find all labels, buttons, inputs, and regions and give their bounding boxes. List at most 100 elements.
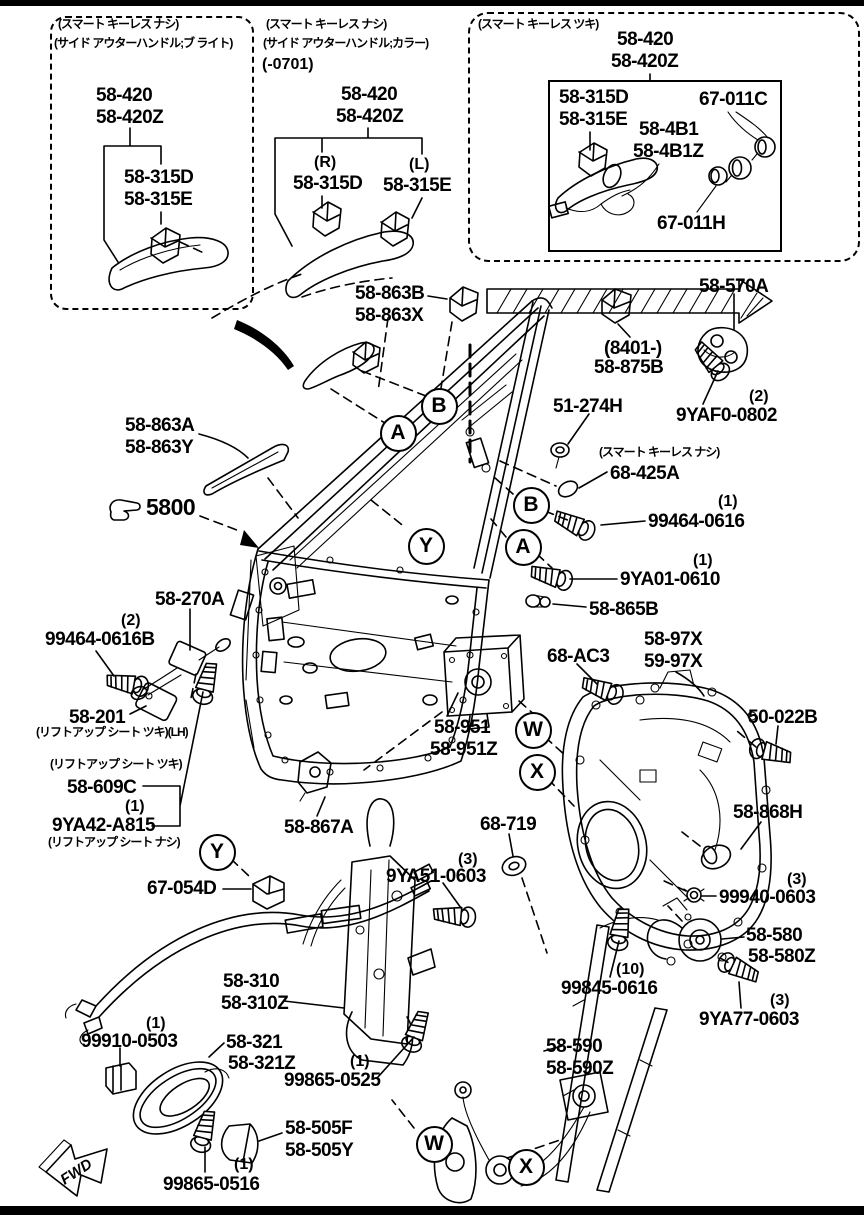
variant-box-keyless-none-bright [50,16,254,310]
motor-58-580 [678,918,722,962]
part-label: (1) [234,1156,254,1173]
part-label: 67-011H [657,213,726,234]
part-label: 58-310Z [221,993,289,1014]
part-label: (R) [314,154,337,171]
part-label: 9YAF0-0802 [676,405,777,426]
part-label: 58-420Z [336,106,404,127]
callout-y: Y [407,527,445,565]
part-label: 68-425A [610,463,680,484]
module-panel-drawing [561,669,772,951]
variant-box-keyless-with [468,12,860,262]
callout-b: B [420,387,458,425]
clip-58-863B [449,286,479,322]
part-label: (スマート キーレス ナシ) [599,445,720,459]
part-label: 58-580Z [748,946,816,967]
part-label: 51-274H [553,396,623,417]
hand-pointer-icon [109,499,141,521]
plate-58-201 [135,682,178,722]
part-label: 58-420 [96,85,153,106]
part-label: (サイド アウターハンドル;カラー) [263,36,429,50]
part-label: 58-315D [124,167,194,188]
latch-module-58-951 [443,634,525,717]
part-label: (10) [616,961,645,978]
part-label: 58-201 [69,707,126,728]
part-label: 58-505F [285,1118,353,1139]
part-label: 58-868H [733,802,803,823]
part-label: 58-420 [617,29,674,50]
part-label: 99464-0616B [45,629,155,650]
part-label: 58-590 [546,1036,603,1057]
part-label: 68-AC3 [547,646,610,667]
part-label: (1) [693,552,713,569]
part-label: 50-022B [748,707,818,728]
part-label: 58-867A [284,817,354,838]
part-label: (-0701) [262,56,314,73]
callout-b: B [512,486,550,524]
page-edge-top [0,0,864,6]
swoosh [234,320,294,370]
callout-y: Y [198,833,236,871]
part-label: (1) [350,1053,370,1070]
part-label: 58-570A [699,276,769,297]
part-label: 58-310 [223,971,280,992]
part-label: (3) [787,871,807,888]
part-label: (スマート キーレス ナシ) [58,17,179,31]
part-label: 59-97X [644,651,703,672]
part-label: 99940-0603 [719,887,816,908]
part-label: 68-719 [480,814,537,835]
part-label: 9YA42-A815 [52,815,156,836]
part-label: 58-315E [124,189,193,210]
clip-67-054D [252,875,285,910]
callout-x: X [518,753,556,791]
part-label: 58-315E [383,175,452,196]
part-label: 58-951Z [430,739,498,760]
part-label: 58-4B1Z [633,141,704,162]
part-label: (L) [409,156,430,173]
leader-lines [95,293,779,1173]
part-label: (1) [718,493,738,510]
part-label: (3) [770,992,790,1009]
part-label: (スマート キーレス ツキ) [478,17,599,31]
part-label: 58-4B1 [639,119,699,140]
part-label: 58-321 [226,1032,283,1053]
part-label: 99865-0525 [284,1070,381,1091]
part-label: 58-321Z [228,1053,296,1074]
part-label: (リフトアップ シート ツキ)(LH) [36,725,189,739]
part-label: 58-420 [341,84,398,105]
part-label: 58-315E [559,109,628,130]
callout-x: X [507,1148,545,1186]
grommet-51-274H [550,442,570,458]
part-label: 58-420Z [611,51,679,72]
variant-box-keyless-with-inner [548,80,782,252]
window-regulator-drawing [433,917,668,1204]
part-label: 58-590Z [546,1058,614,1079]
part-label: 58-580 [746,925,803,946]
part-label: 58-863X [355,305,424,326]
part-label: 58-875B [594,357,664,378]
part-label: 58-505Y [285,1140,354,1161]
callout-a: A [379,414,417,452]
cap-58-505F [220,1123,259,1164]
part-label: 67-011C [699,89,768,110]
callout-w: W [415,1125,453,1163]
part-label: 99464-0616 [648,511,745,532]
part-label: 58-951 [434,717,491,738]
door-check-58-270A [168,640,207,676]
part-label: 58-420Z [96,107,164,128]
part-label: (2) [749,388,769,405]
molding-58-863A [203,443,290,496]
part-label: 58-865B [589,599,659,620]
outer-handle-main [302,341,375,390]
part-label: 67-054D [147,878,217,899]
striker-58-570A [697,326,749,373]
top-box-art [103,73,776,299]
nut-99940-0603 [686,887,702,903]
part-label: (リフトアップ シート ナシ) [48,835,181,849]
grommet-68-719 [501,855,527,877]
bracket-58-867A [297,751,332,794]
latch-cables-drawing [64,798,436,1164]
callout-a: A [504,528,542,566]
part-label: 99845-0616 [561,978,658,999]
